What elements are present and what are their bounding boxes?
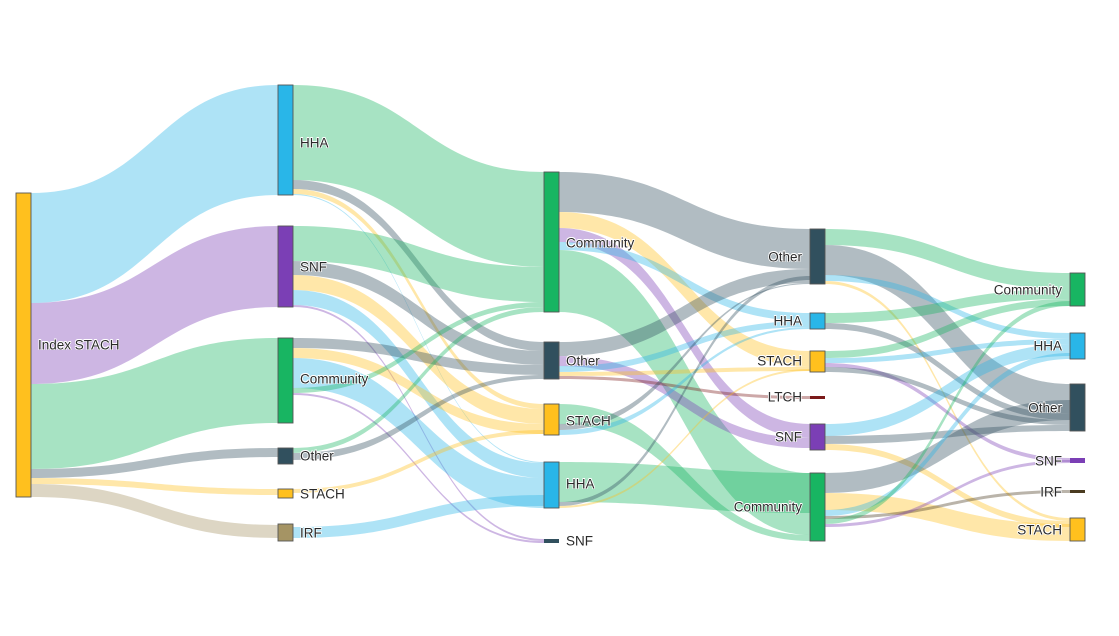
sankey-link-stach-to-other[interactable] — [825, 367, 1070, 425]
sankey-link-community-to-hha[interactable] — [559, 242, 810, 321]
sankey-link-other-to-hha[interactable] — [559, 321, 810, 372]
sankey-link-other-to-other[interactable] — [825, 245, 1070, 414]
sankey-node-community-col2[interactable] — [543, 171, 560, 313]
sankey-link-irf-to-hha[interactable] — [293, 495, 544, 538]
sankey-link-community-to-community[interactable] — [825, 301, 1070, 524]
sankey-node-other-col4[interactable] — [1069, 383, 1086, 432]
sankey-node-hha-col1[interactable] — [277, 84, 294, 196]
sankey-link-stach-to-hha[interactable] — [559, 327, 810, 435]
sankey-link-community-to-stach[interactable] — [825, 493, 1070, 541]
sankey-node-snf-col1[interactable] — [277, 225, 294, 308]
sankey-link-community-to-community[interactable] — [559, 250, 810, 535]
sankey-link-community-to-other[interactable] — [559, 172, 810, 269]
sankey-link-community-to-hha[interactable] — [293, 358, 544, 508]
sankey-link-stach-to-hha[interactable] — [825, 339, 1070, 363]
sankey-link-hha-to-other[interactable] — [825, 323, 1070, 420]
sankey-link-snf-to-hha[interactable] — [825, 344, 1070, 436]
sankey-node-stach-col1[interactable] — [277, 488, 294, 499]
sankey-link-hha-to-hha[interactable] — [293, 194, 544, 463]
sankey-link-community-to-community[interactable] — [293, 302, 544, 393]
sankey-link-index-stach-to-snf[interactable] — [31, 226, 278, 384]
sankey-link-other-to-community[interactable] — [825, 229, 1070, 289]
sankey-link-snf-to-snf[interactable] — [293, 305, 544, 541]
sankey-link-community-to-stach[interactable] — [293, 348, 544, 434]
sankey-node-hha-col2[interactable] — [543, 461, 560, 509]
sankey-node-other-col2[interactable] — [543, 341, 560, 380]
sankey-node-irf-col1[interactable] — [277, 523, 294, 542]
sankey-link-community-to-snf[interactable] — [293, 393, 544, 543]
sankey-node-hha-col3[interactable] — [809, 312, 826, 330]
sankey-link-stach-to-community[interactable] — [559, 404, 810, 541]
sankey-node-stach-col4[interactable] — [1069, 517, 1086, 542]
sankey-link-snf-to-stach[interactable] — [293, 275, 544, 424]
sankey-link-stach-to-snf[interactable] — [825, 363, 1070, 462]
sankey-link-other-to-snf[interactable] — [559, 356, 810, 448]
sankey-link-stach-to-other[interactable] — [559, 283, 810, 430]
sankey-link-stach-to-stach[interactable] — [293, 430, 544, 493]
sankey-link-hha-to-community[interactable] — [293, 85, 544, 267]
sankey-link-other-to-other[interactable] — [559, 269, 810, 356]
sankey-node-stach-col2[interactable] — [543, 403, 560, 436]
sankey-link-community-to-other[interactable] — [825, 400, 1070, 493]
sankey-node-other-col1[interactable] — [277, 447, 294, 465]
sankey-link-snf-to-other[interactable] — [293, 261, 544, 365]
sankey-node-community-col4[interactable] — [1069, 272, 1086, 307]
links-layer — [31, 85, 1070, 543]
sankey-node-snf-col4[interactable] — [1070, 458, 1085, 463]
sankey-link-community-to-irf[interactable] — [825, 490, 1070, 519]
sankey-node-snf-col3[interactable] — [809, 423, 826, 451]
sankey-node-community-col1[interactable] — [277, 337, 294, 424]
sankey-link-other-to-hha[interactable] — [825, 275, 1070, 339]
nodes-layer — [15, 84, 1086, 543]
sankey-link-hha-to-community[interactable] — [559, 462, 810, 513]
sankey-node-other-col3[interactable] — [809, 228, 826, 285]
sankey-link-hha-to-stach[interactable] — [559, 369, 810, 508]
sankey-link-index-stach-to-community[interactable] — [31, 338, 278, 469]
sankey-link-other-to-community[interactable] — [293, 307, 544, 453]
sankey-link-snf-to-stach[interactable] — [825, 444, 1070, 527]
sankey-link-hha-to-other[interactable] — [293, 180, 544, 351]
sankey-node-ltch-col3[interactable] — [810, 396, 825, 399]
sankey-link-stach-to-community[interactable] — [825, 299, 1070, 358]
sankey-link-other-to-other[interactable] — [293, 375, 544, 460]
sankey-node-hha-col4[interactable] — [1069, 332, 1086, 360]
sankey-link-other-to-stach[interactable] — [559, 367, 810, 376]
sankey-link-index-stach-to-hha[interactable] — [31, 85, 278, 303]
sankey-link-community-to-other[interactable] — [293, 338, 544, 375]
sankey-link-other-to-ltch[interactable] — [559, 376, 810, 399]
sankey-link-snf-to-community[interactable] — [293, 226, 544, 302]
sankey-link-hha-to-stach[interactable] — [293, 189, 544, 409]
sankey-link-community-to-hha[interactable] — [825, 353, 1070, 516]
sankey-link-other-to-stach[interactable] — [825, 281, 1070, 521]
sankey-link-hha-to-community[interactable] — [825, 289, 1070, 323]
sankey-link-community-to-snf[interactable] — [825, 460, 1070, 527]
sankey-node-irf-col4[interactable] — [1070, 490, 1085, 493]
sankey-node-community-col3[interactable] — [809, 472, 826, 542]
sankey-node-index-stach-col0[interactable] — [15, 192, 32, 498]
sankey-link-index-stach-to-irf[interactable] — [31, 484, 278, 538]
sankey-node-snf-col2[interactable] — [544, 539, 559, 543]
sankey-link-snf-to-hha[interactable] — [293, 290, 544, 478]
sankey-link-hha-to-other[interactable] — [559, 276, 810, 506]
sankey-link-community-to-stach[interactable] — [559, 212, 810, 367]
sankey-link-index-stach-to-other[interactable] — [31, 448, 278, 478]
sankey-node-stach-col3[interactable] — [809, 350, 826, 373]
sankey-link-snf-to-other[interactable] — [825, 425, 1070, 444]
sankey-link-community-to-snf[interactable] — [559, 228, 810, 438]
sankey-link-index-stach-to-stach[interactable] — [31, 478, 278, 495]
